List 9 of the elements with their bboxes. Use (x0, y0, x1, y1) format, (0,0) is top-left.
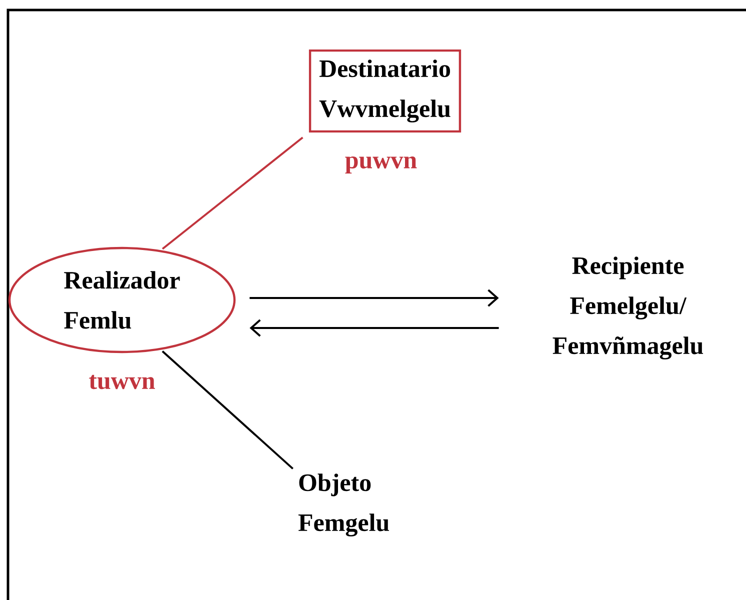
term-box: Destinatario Vwvmelgelu (308, 49, 462, 133)
term-text: Recipiente Femelgelu/ Femvñmagelu (552, 256, 704, 360)
arrow (250, 319, 499, 337)
term-text: Objeto Femgelu (298, 474, 389, 536)
arrow (250, 289, 499, 307)
node-caption: tuwvn (89, 374, 155, 390)
node-caption: puwvn (345, 156, 417, 174)
connector-line (162, 136, 304, 250)
connector-line (162, 350, 294, 470)
